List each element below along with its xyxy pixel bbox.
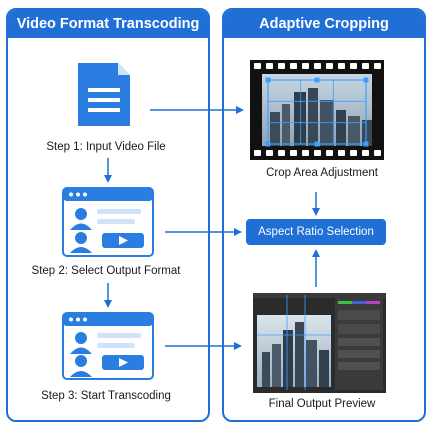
film-perforation [254,63,261,69]
panel-title-transcoding: Video Format Transcoding [8,10,208,38]
step-3-label: Step 3: Start Transcoding [41,390,171,402]
panel-title-cropping: Adaptive Cropping [224,10,424,38]
film-perforation [278,150,285,156]
film-perforation [266,63,273,69]
film-perforation [374,63,381,69]
film-perforation [290,63,297,69]
aspect-ratio-selection-button[interactable]: Aspect Ratio Selection [246,219,386,245]
crop-area-label: Crop Area Adjustment [266,167,378,179]
film-perforation [302,150,309,156]
film-perforation [338,63,345,69]
film-perforation [362,63,369,69]
window-user-icon [62,187,154,257]
step-1-label: Step 1: Input Video File [46,141,166,153]
film-perforation [302,63,309,69]
film-perforation [326,150,333,156]
film-perforation [350,150,357,156]
flow-arrows [104,106,320,350]
step-2-label: Step 2: Select Output Format [31,265,181,277]
film-perforation [326,63,333,69]
film-perforation [314,63,321,69]
final-output-preview-image [253,293,386,393]
final-output-preview-label: Final Output Preview [268,398,376,410]
film-perforation [362,150,369,156]
film-perforation [350,63,357,69]
film-perforation [278,63,285,69]
film-perforation [254,150,261,156]
film-strip-crop-image [250,60,384,160]
window-user-icon-2 [62,312,154,380]
document-icon [78,63,130,126]
film-perforation [338,150,345,156]
film-perforation [290,150,297,156]
film-perforation [314,150,321,156]
film-perforation [374,150,381,156]
film-perforation [266,150,273,156]
